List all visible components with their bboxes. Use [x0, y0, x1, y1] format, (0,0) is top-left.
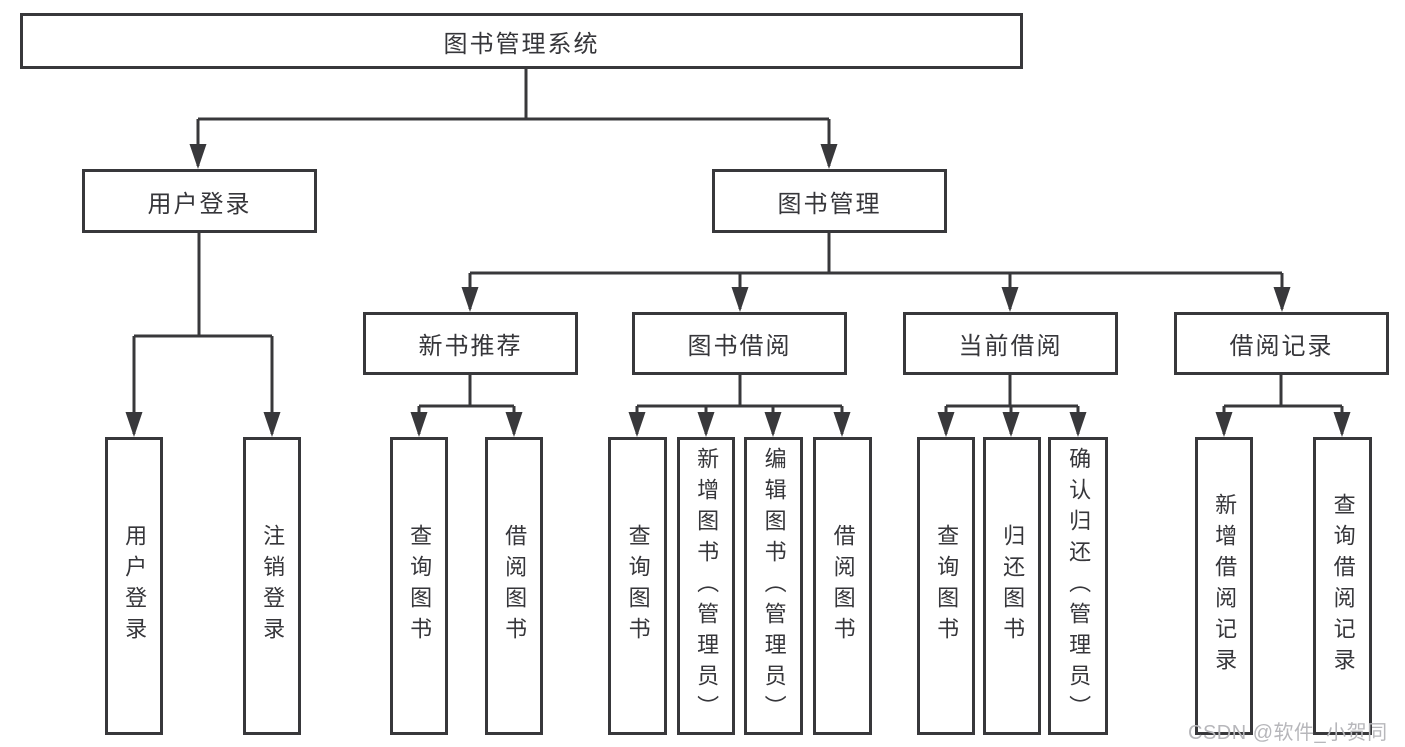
- node-current-borrow: 当前借阅: [903, 312, 1118, 375]
- leaf-edit-book-admin: 编辑图书（管理员）: [744, 437, 803, 735]
- leaf-user-login: 用户登录: [105, 437, 163, 735]
- node-borrow-records: 借阅记录: [1174, 312, 1389, 375]
- leaf-query-book-borrow: 查询图书: [608, 437, 667, 735]
- leaf-borrow-book: 借阅图书: [813, 437, 872, 735]
- leaf-borrow-book-recommend: 借阅图书: [485, 437, 543, 735]
- node-user-login: 用户登录: [82, 169, 317, 233]
- node-new-book-recommend: 新书推荐: [363, 312, 578, 375]
- leaf-query-book-current: 查询图书: [917, 437, 975, 735]
- leaf-return-book: 归还图书: [983, 437, 1041, 735]
- leaf-add-book-admin: 新增图书（管理员）: [677, 437, 735, 735]
- node-root-system: 图书管理系统: [20, 13, 1023, 69]
- node-book-borrow: 图书借阅: [632, 312, 847, 375]
- leaf-query-book-recommend: 查询图书: [390, 437, 448, 735]
- leaf-logout: 注销登录: [243, 437, 301, 735]
- leaf-add-borrow-record: 新增借阅记录: [1195, 437, 1253, 735]
- leaf-confirm-return-admin: 确认归还（管理员）: [1048, 437, 1108, 735]
- watermark: CSDN @软件_小贺同学: [1188, 722, 1388, 744]
- node-book-management: 图书管理: [712, 169, 947, 233]
- leaf-query-borrow-record: 查询借阅记录: [1313, 437, 1372, 735]
